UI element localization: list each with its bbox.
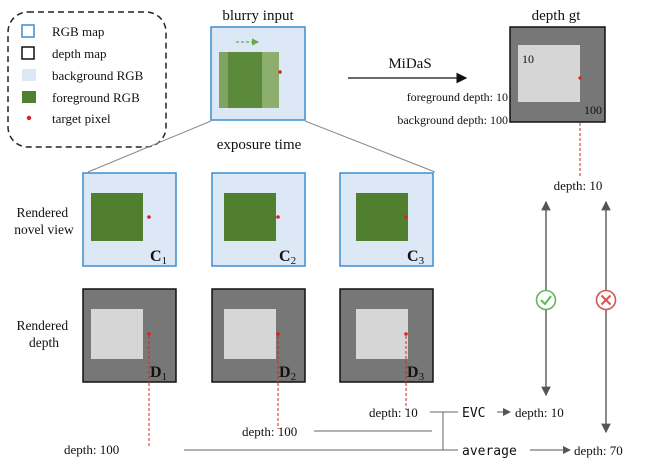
d3-depth-readout: depth: 10 (369, 405, 418, 420)
midas-label: MiDaS (388, 56, 431, 72)
gt-depth-readout: depth: 10 (554, 178, 603, 193)
novel-view-label: C1 (150, 248, 167, 267)
d2-depth-readout: depth: 100 (242, 424, 297, 439)
depth-map-target-pixel (276, 332, 280, 336)
exposure-time-label: exposure time (217, 137, 302, 153)
depth-map-2: D2 (211, 288, 306, 429)
novel-view-foreground (91, 193, 143, 241)
exposure-fan-left (87, 120, 212, 173)
novel-view-1: C1 (82, 172, 177, 267)
novel-view-2: C2 (211, 172, 306, 267)
novel-view-label-sub: 3 (419, 255, 425, 267)
depth-gt-foreground (518, 45, 580, 102)
blurry-target-pixel (278, 70, 282, 74)
rendered-novel-view-line2: novel view (14, 222, 74, 237)
novel-view-label-sub: 1 (162, 255, 168, 267)
background-rgb-swatch (22, 69, 36, 81)
depth-map-label: D2 (279, 364, 296, 383)
blurry-input: blurry input (210, 8, 306, 121)
novel-view-foreground (224, 193, 276, 241)
depth-map-label: D3 (407, 364, 425, 383)
target-pixel-swatch (26, 115, 32, 121)
depth-map-label-sub: 2 (291, 371, 297, 383)
check-circle-icon (535, 289, 557, 311)
depth-gt: depth gt 10 100 (509, 8, 606, 176)
midas-arrow-group: MiDaS (348, 56, 468, 84)
cross-circle-icon (595, 289, 617, 311)
background-depth-text: background depth: 100 (397, 113, 508, 127)
novel-view-foreground (356, 193, 408, 241)
blurry-ghost-right (262, 52, 279, 108)
depth-map-label-main: D (279, 364, 291, 381)
foreground-rgb-swatch (22, 91, 36, 103)
depth-map-3: D3 (339, 288, 434, 410)
legend-label-foreground-rgb: foreground RGB (52, 90, 140, 105)
rendered-novel-view-label: Rendered novel view (14, 205, 74, 237)
novel-view-3: C3 (339, 172, 434, 267)
depth-map-label: D1 (150, 364, 167, 383)
gt-target-pixel (578, 76, 582, 80)
novel-view-label-sub: 2 (291, 255, 297, 267)
novel-view-label: C2 (279, 248, 296, 267)
legend-label-target-pixel: target pixel (52, 111, 111, 126)
rendered-novel-view-line1: Rendered (16, 205, 68, 220)
depth-map-foreground (224, 309, 276, 359)
depth-map-target-pixel (147, 332, 151, 336)
evc-result: depth: 10 (515, 405, 564, 420)
depth-map-target-pixel (404, 332, 408, 336)
blurry-input-title: blurry input (222, 8, 294, 24)
legend: RGB map depth map background RGB foregro… (7, 11, 167, 148)
novel-view-label-main: C (279, 248, 291, 265)
rendered-depth-line2: depth (29, 335, 59, 350)
rgb-map-swatch (21, 24, 35, 38)
novel-view-label-main: C (407, 248, 419, 265)
rendered-depth-label: Rendered depth (16, 318, 71, 350)
d1-depth-readout: depth: 100 (64, 442, 119, 457)
depth-map-label-main: D (150, 364, 162, 381)
novel-view-label-main: C (150, 248, 162, 265)
depth-map-foreground (356, 309, 408, 359)
depth-map-foreground (91, 309, 143, 359)
novel-view-target-pixel (404, 215, 408, 219)
evc-label: EVC (462, 406, 485, 421)
depth-map-label-sub: 3 (419, 371, 425, 383)
gt-foreground-value: 10 (522, 52, 534, 66)
depth-map-swatch (21, 46, 35, 60)
depth-map-label-sub: 1 (162, 371, 168, 383)
depth-map-1: D1 (82, 288, 177, 448)
legend-label-depth-map: depth map (52, 46, 107, 61)
novel-view-target-pixel (147, 215, 151, 219)
average-result: depth: 70 (574, 443, 623, 458)
depth-gt-title: depth gt (532, 8, 582, 24)
legend-label-rgb-map: RGB map (52, 24, 104, 39)
rendered-depth-line1: Rendered (16, 318, 68, 333)
legend-frame (7, 11, 167, 148)
novel-view-label: C3 (407, 248, 425, 267)
novel-view-target-pixel (276, 215, 280, 219)
average-label: average (462, 444, 517, 459)
legend-label-background-rgb: background RGB (52, 68, 144, 83)
depth-map-label-main: D (407, 364, 419, 381)
foreground-depth-text: foreground depth: 10 (407, 90, 508, 104)
gt-background-value: 100 (584, 103, 602, 117)
exposure-fan-right (304, 120, 436, 173)
